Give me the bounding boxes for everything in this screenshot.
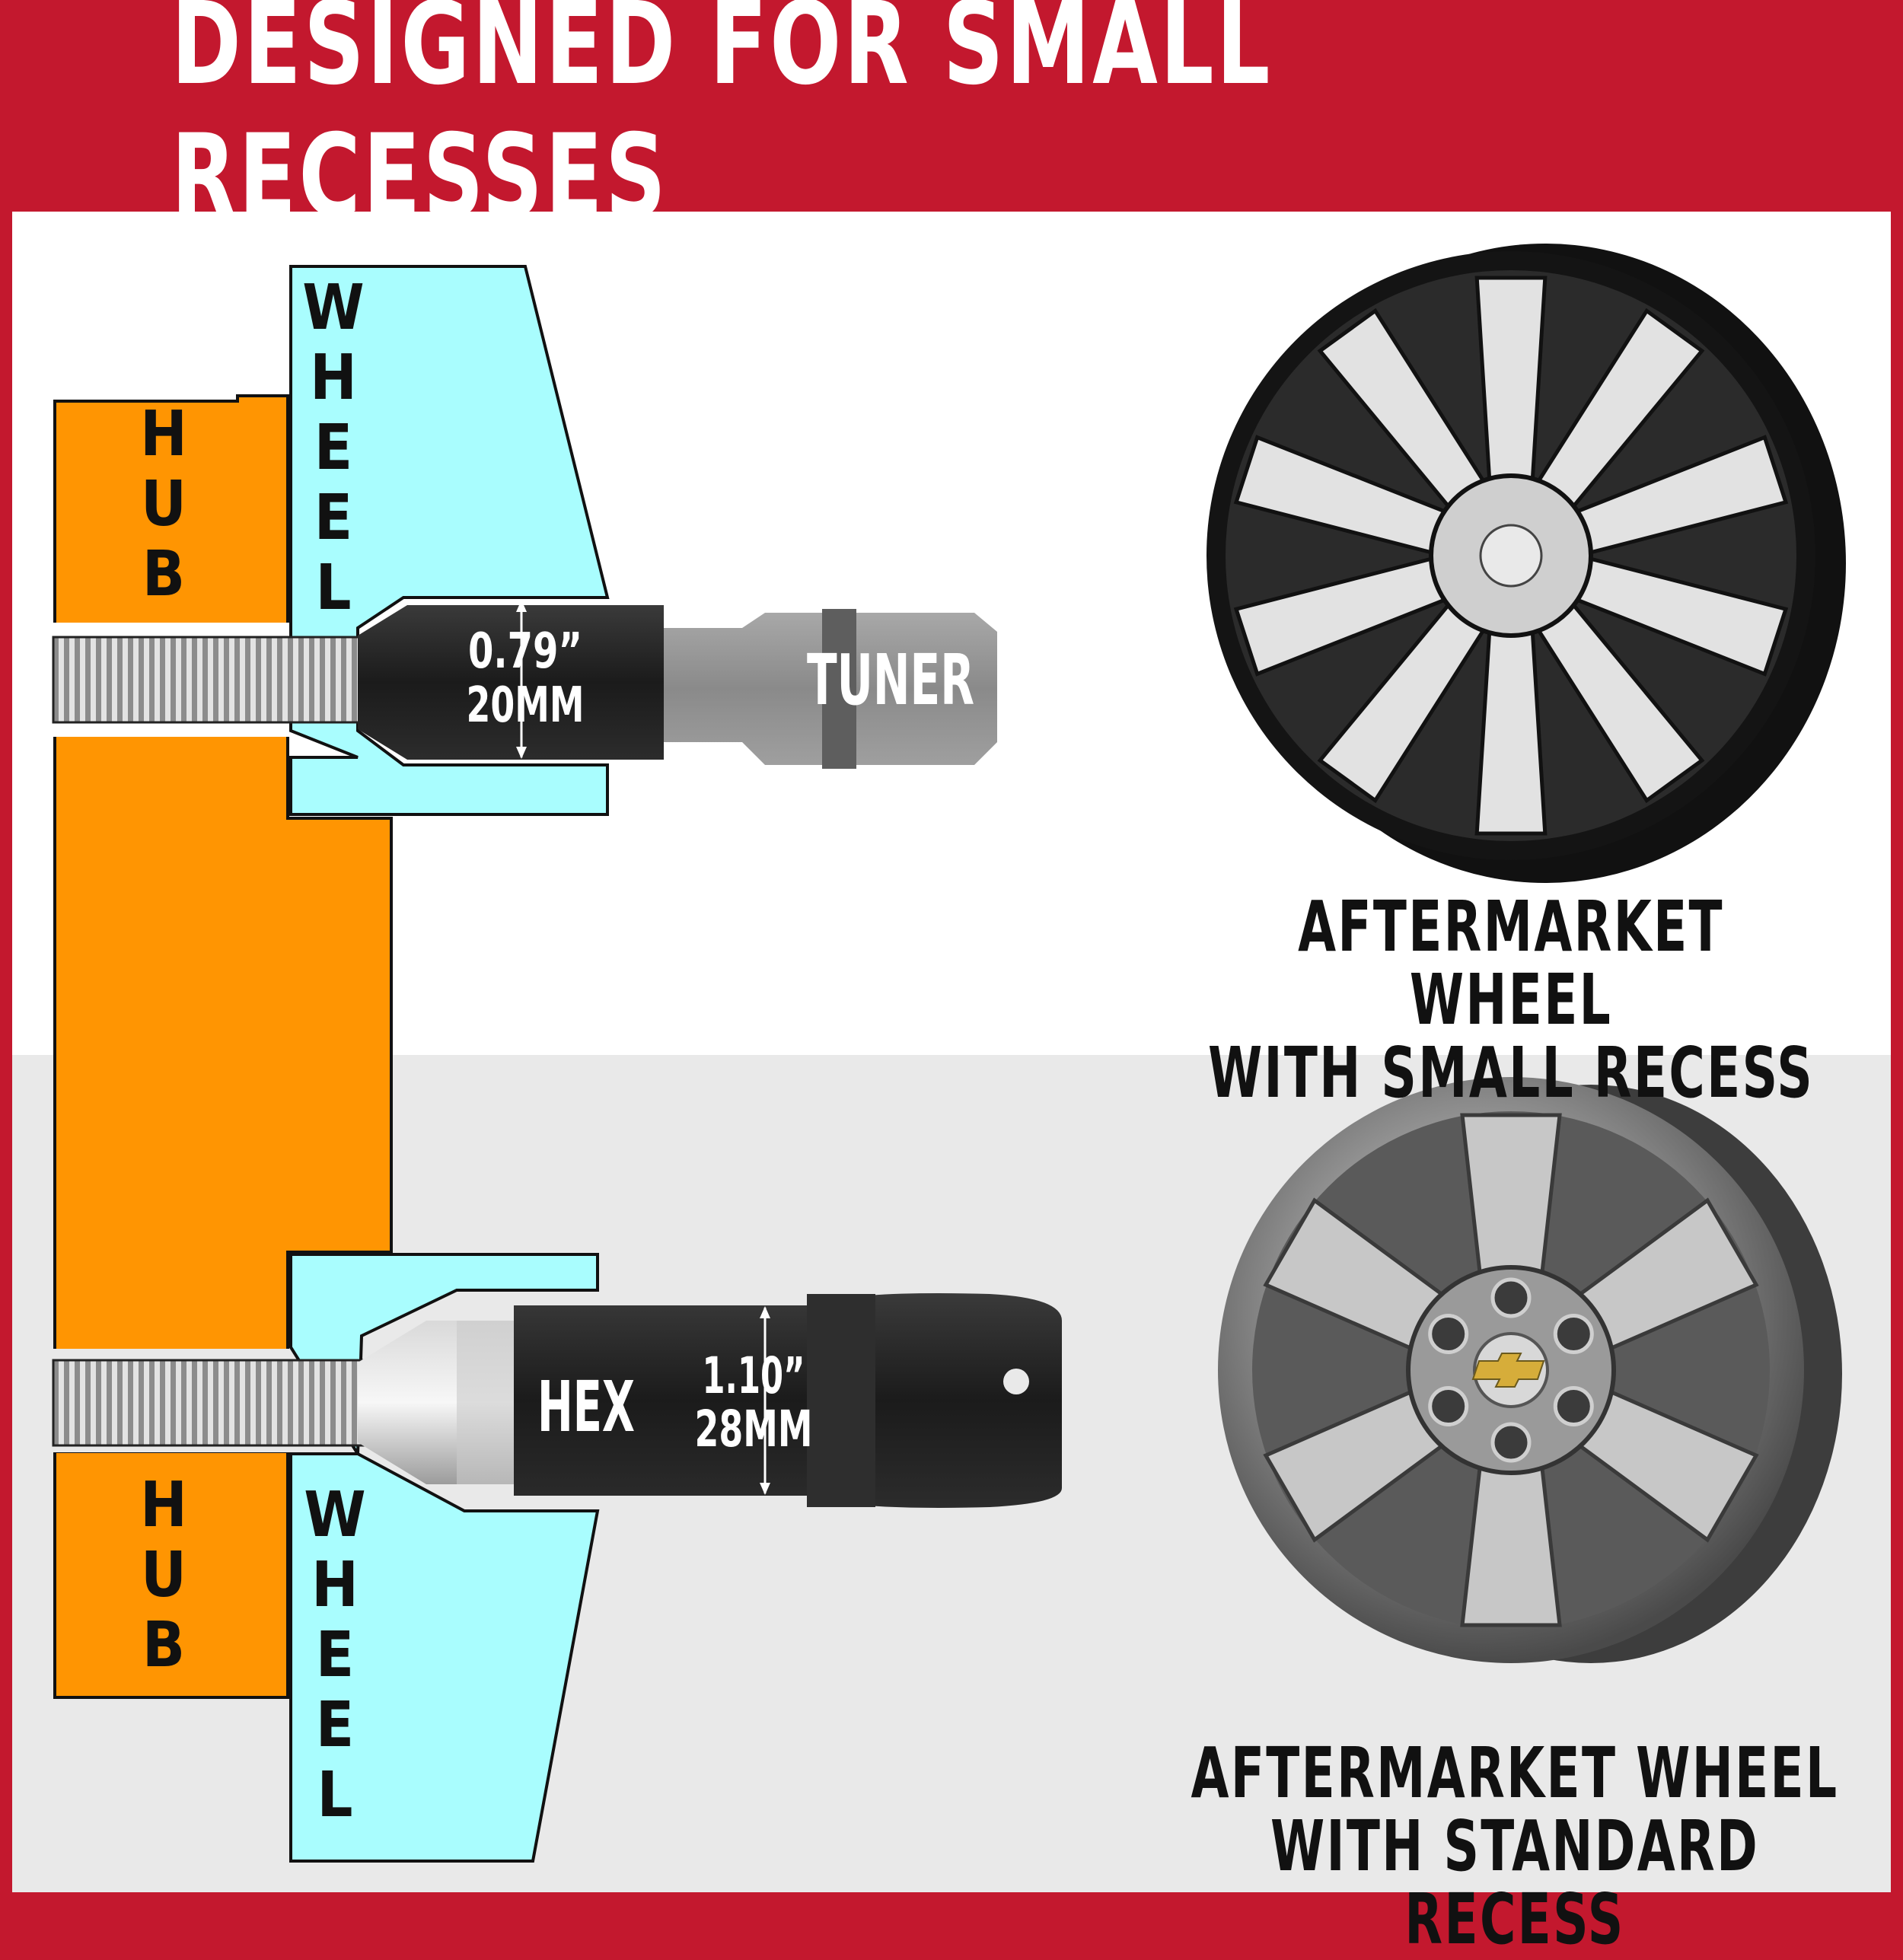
wheel-spoke (1474, 626, 1548, 836)
small-recess-caption-line1: AFTERMARKET WHEEL (1298, 886, 1724, 1041)
bottom-wheel-shape (289, 1253, 600, 1863)
hex-label: HEX (537, 1366, 635, 1448)
top-size-inch: 0.79” (468, 623, 582, 680)
small-recess-caption-line2: WITH SMALL RECESS (1207, 1032, 1815, 1114)
lug-hole (1490, 1422, 1532, 1463)
tuner-lug-nut (358, 605, 664, 760)
lug-hole (1553, 1314, 1594, 1354)
tuner-label: TUNER (807, 639, 974, 721)
standard-recess-caption: AFTERMARKET WHEEL WITH STANDARD RECESS (1188, 1737, 1841, 1956)
small-recess-caption: AFTERMARKET WHEEL WITH SMALL RECESS (1200, 891, 1823, 1110)
standard-recess-wheel-image (1218, 1077, 1842, 1663)
bowtie-emblem-icon (1471, 1353, 1545, 1388)
small-recess-wheel-image (1207, 244, 1846, 883)
standard-recess-caption-line2: WITH STANDARD RECESS (1270, 1805, 1760, 1960)
lug-hole (1428, 1386, 1469, 1426)
lug-hole (1490, 1277, 1532, 1318)
bottom-stud (52, 1359, 367, 1447)
socket-pin-hole (1003, 1369, 1029, 1394)
lug-hole (1553, 1386, 1594, 1426)
impact-socket (514, 1293, 1062, 1508)
top-size-mm: 20MM (467, 677, 585, 734)
lug-hole (1428, 1314, 1469, 1354)
infographic: DESIGNED FOR SMALL RECESSES (12, 0, 1891, 1956)
wheel-spoke (1460, 1459, 1562, 1627)
top-wheel-shape (289, 265, 610, 816)
wheel-spoke (1474, 276, 1548, 486)
wheel-spoke (1460, 1113, 1562, 1281)
bottom-size-inch: 1.10” (703, 1347, 805, 1405)
top-stud (52, 636, 367, 724)
standard-recess-caption-line1: AFTERMARKET WHEEL (1191, 1732, 1839, 1814)
bottom-size-mm: 28MM (695, 1400, 813, 1458)
